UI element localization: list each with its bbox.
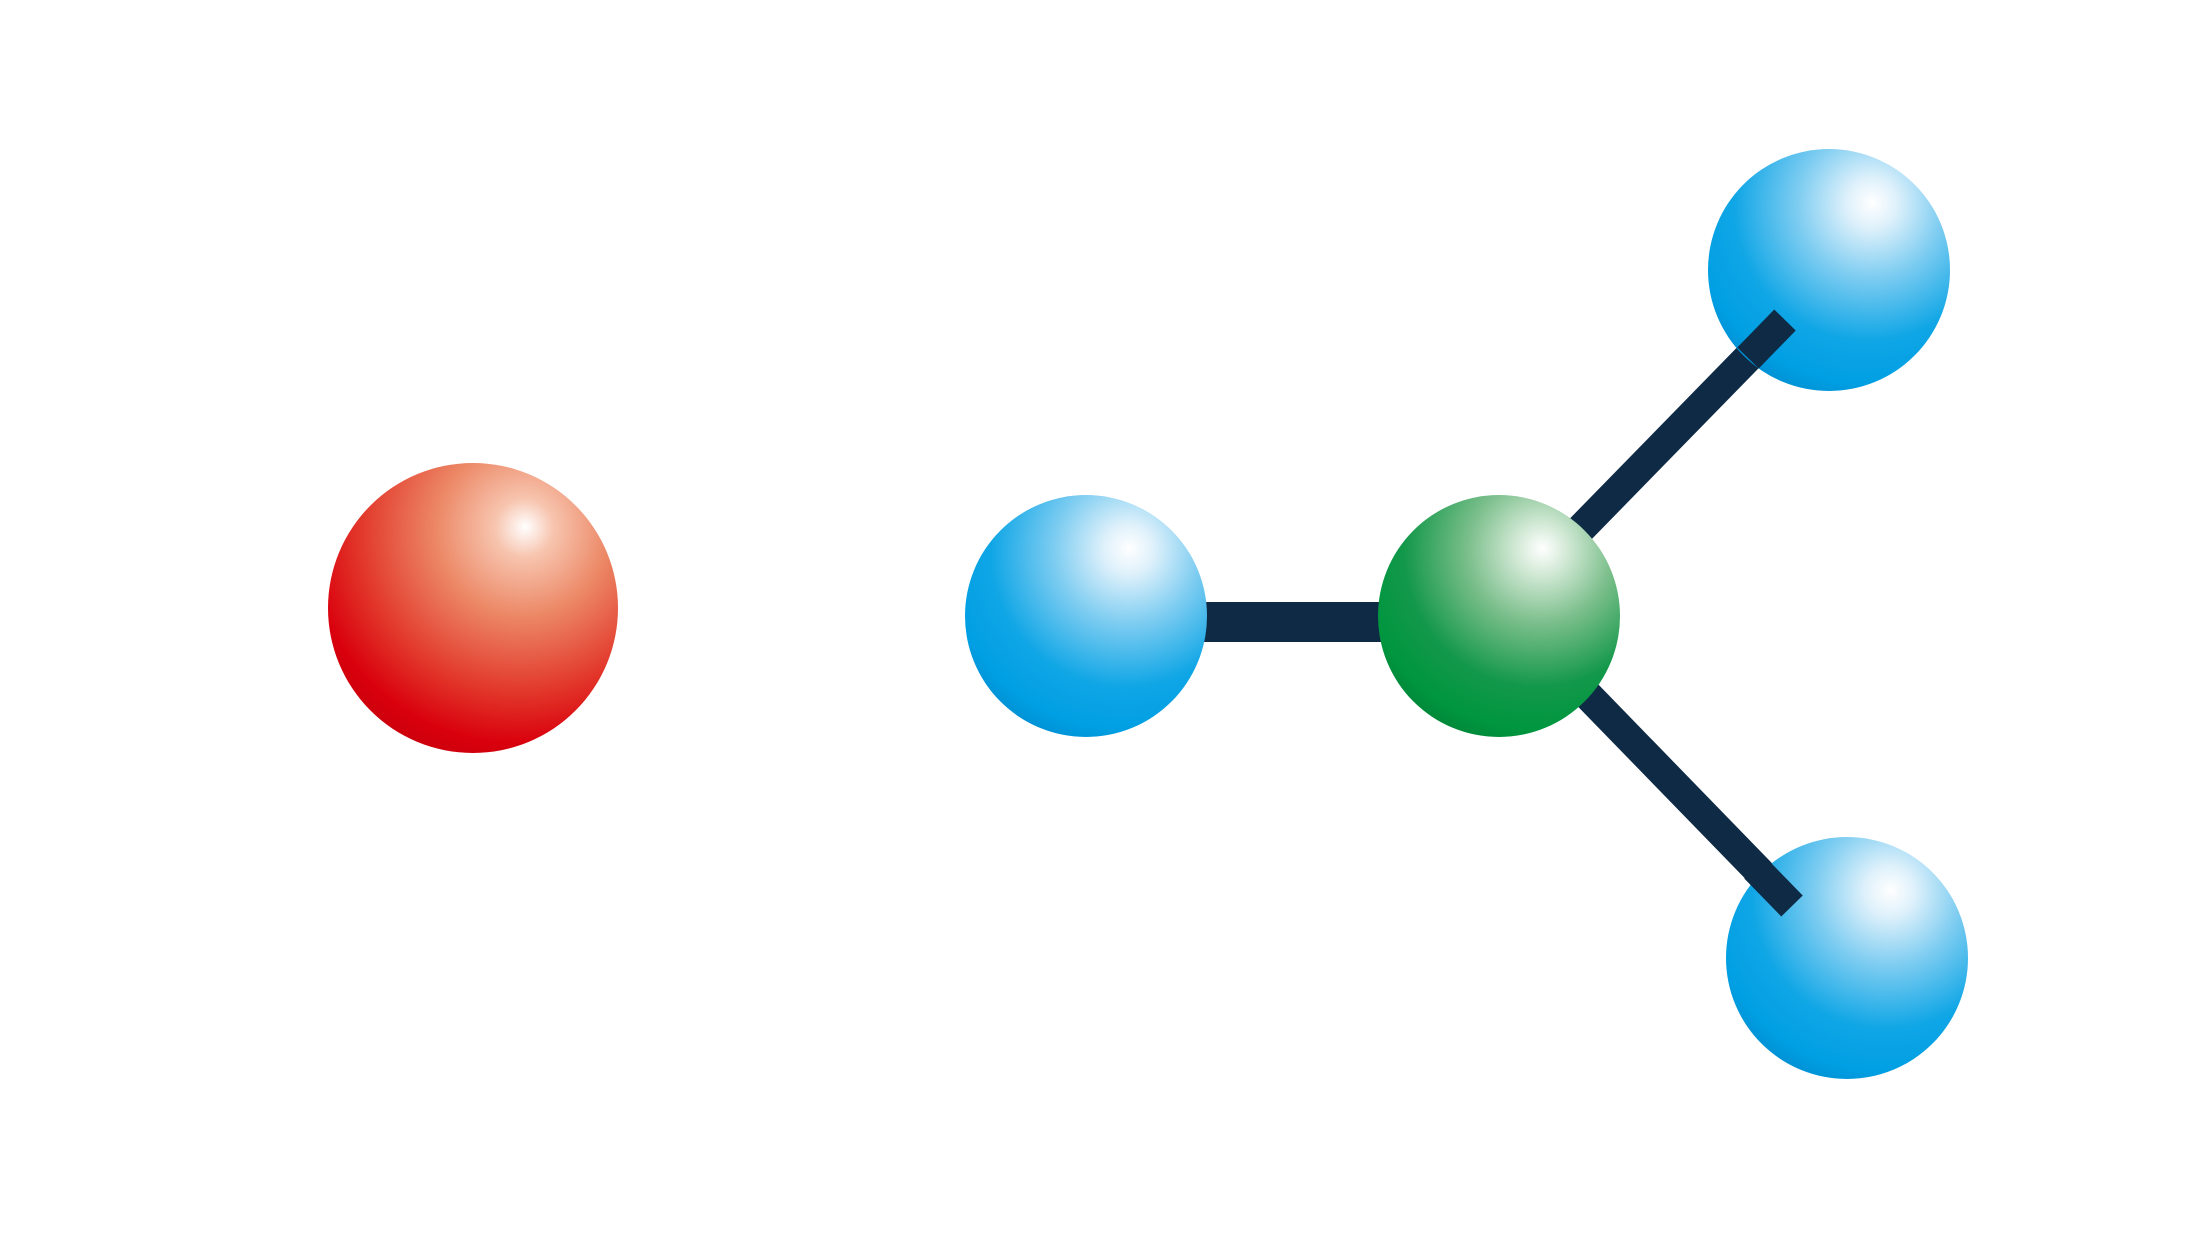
blue-atom-top-right	[1708, 149, 1950, 391]
bond-bottom-right	[1564, 671, 1794, 907]
atoms	[328, 149, 1968, 1079]
green-atom-center	[1378, 495, 1620, 737]
bond-top-right-cap	[1737, 309, 1796, 369]
red-atom	[328, 463, 618, 753]
bond-bottom-right-cap	[1744, 857, 1803, 917]
bond-caps	[1737, 309, 1803, 917]
bonds	[1190, 319, 1794, 907]
blue-atom-left	[965, 495, 1207, 737]
bond-top-right	[1554, 319, 1786, 556]
